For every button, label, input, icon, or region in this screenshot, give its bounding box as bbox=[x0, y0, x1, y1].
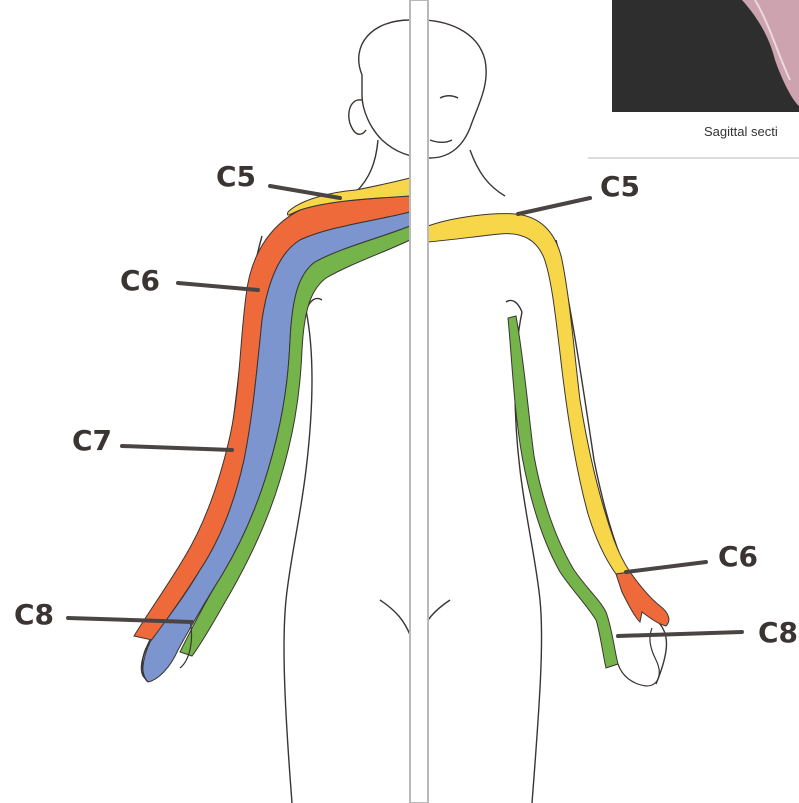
neck-left bbox=[356, 140, 378, 192]
inset-panel: Sagittal secti bbox=[588, 0, 799, 158]
right-arm-bands bbox=[428, 214, 669, 668]
leader-c5-right bbox=[518, 198, 590, 214]
label-c5-left: C5 bbox=[216, 160, 256, 193]
mouth-outline bbox=[430, 140, 452, 142]
center-divider bbox=[410, 0, 428, 803]
label-c8-right: C8 bbox=[758, 616, 798, 649]
label-c8-left: C8 bbox=[14, 598, 54, 631]
label-c7-left: C7 bbox=[72, 424, 112, 457]
label-c5-right: C5 bbox=[600, 170, 640, 203]
band-c5-right bbox=[428, 214, 630, 574]
leader-c6-left bbox=[178, 283, 258, 290]
neck-right bbox=[470, 150, 505, 196]
inset-caption: Sagittal secti bbox=[704, 124, 778, 139]
leader-c6-right bbox=[626, 562, 706, 572]
armpit-right bbox=[506, 300, 522, 312]
label-c6-right: C6 bbox=[718, 540, 758, 573]
leader-c8-right bbox=[618, 632, 742, 636]
left-arm-bands bbox=[134, 178, 410, 682]
eye-outline bbox=[440, 96, 458, 98]
body-outline bbox=[141, 20, 666, 803]
band-c6-right bbox=[616, 572, 669, 626]
leader-c7-left bbox=[122, 446, 232, 450]
leader-lines bbox=[68, 186, 742, 636]
label-c6-left: C6 bbox=[120, 264, 160, 297]
hand-outlines bbox=[142, 620, 659, 686]
divider-bar bbox=[410, 0, 428, 803]
leader-c5-left bbox=[270, 186, 340, 198]
